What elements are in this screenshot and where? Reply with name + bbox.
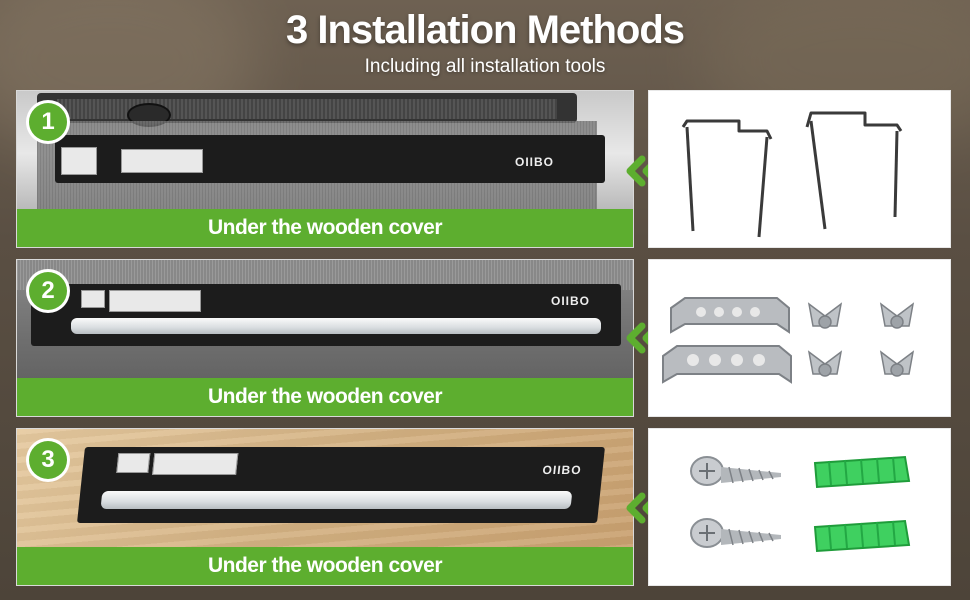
light-tube [100,491,573,509]
wing-nut-icon [807,350,843,377]
lamp-brand: OIIBO [551,294,591,308]
method-2-photo: OIIBO 2 Under the wooden cover [16,259,634,417]
method-2-label: Under the wooden cover [17,378,633,416]
page-title: 3 Installation Methods [285,8,685,52]
wall-anchor-icon [813,455,911,489]
screw-icon [690,456,781,486]
lamp-sticker [109,290,201,312]
metal-bracket-icon [662,345,792,384]
lamp-sticker [61,147,97,175]
tools-panel-screws [648,428,951,586]
lamp-sticker [121,149,203,173]
wire-hanger-icon [681,111,903,238]
lamp-brand: OIIBO [515,155,555,169]
method-3-number-badge: 3 [29,441,67,479]
wing-nut-icon [879,350,915,377]
wing-nut-icon [807,302,843,329]
lamp-fixture: OIIBO [31,284,621,346]
method-3-photo: OIIBO 3 Under the wooden cover [16,428,634,586]
lamp-sticker [116,453,151,473]
page-subtitle: Including all installation tools [364,56,606,77]
tools-panel-hangers [648,90,951,248]
wing-nut-icon [879,302,915,329]
screw-icon [690,518,781,548]
lamp-brand: OIIBO [541,463,583,477]
lamp-fixture: OIIBO [77,447,605,523]
wall-anchor-icon [813,519,911,553]
light-tube [71,318,601,334]
method-2-number-badge: 2 [29,272,67,310]
method-1-label: Under the wooden cover [17,209,633,247]
lamp-sticker [81,290,105,308]
method-1-photo: OIIBO 1 Under the wooden cover [16,90,634,248]
method-3-label: Under the wooden cover [17,547,633,585]
lamp-fixture: OIIBO [55,135,605,183]
tools-panel-brackets [648,259,951,417]
method-1-number-badge: 1 [29,103,67,141]
metal-bracket-icon [670,297,790,334]
lamp-sticker [152,453,239,475]
